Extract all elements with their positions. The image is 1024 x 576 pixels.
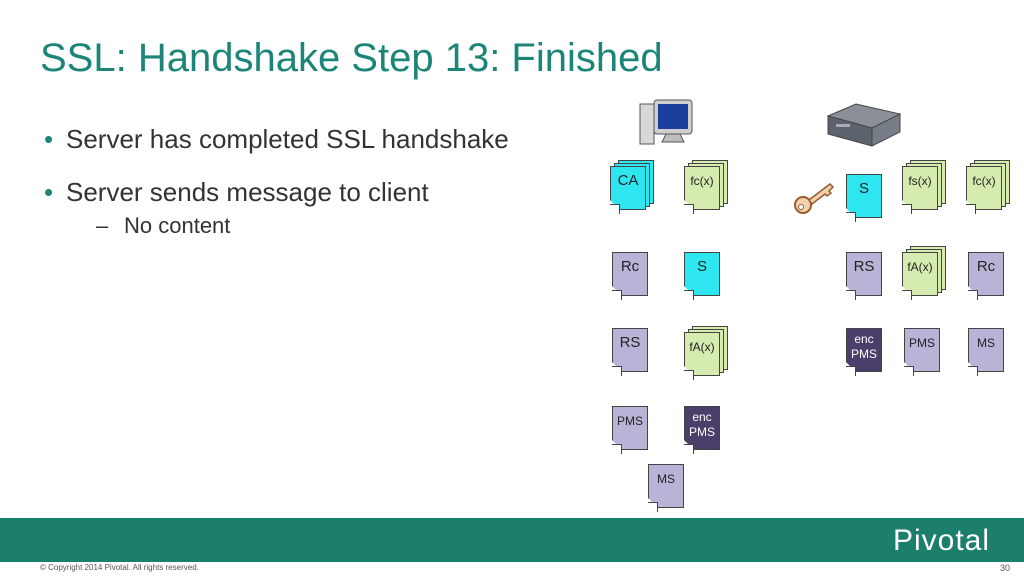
- client-ms-doc: MS: [648, 464, 686, 512]
- server-pms-doc: PMS: [904, 328, 942, 376]
- slide-title: SSL: Handshake Step 13: Finished: [40, 36, 663, 80]
- copyright-text: © Copyright 2014 Pivotal. All rights res…: [40, 563, 199, 572]
- server-rs-doc: RS: [846, 252, 884, 300]
- client-computer-icon: [639, 99, 693, 145]
- server-rc-doc: Rc: [968, 252, 1006, 300]
- server-enc-pms-doc: enc PMS: [846, 328, 884, 376]
- server-ms-doc: MS: [968, 328, 1006, 376]
- client-ca-cert-doc: CA: [610, 160, 654, 214]
- sub-bullet-item: –No content: [96, 213, 231, 238]
- client-pms-doc: PMS: [612, 406, 650, 454]
- server-icon: [826, 103, 902, 147]
- bullet-item: •Server has completed SSL handshake: [44, 124, 509, 154]
- client-enc-pms-doc: enc PMS: [684, 406, 722, 454]
- client-s-doc: S: [684, 252, 722, 300]
- pivotal-logo: Pivotal: [892, 524, 990, 557]
- bullet-list: •Server has completed SSL handshake •Ser…: [44, 124, 564, 240]
- client-fa-function-doc: fA(x): [684, 326, 728, 380]
- server-fc-function-doc: fc(x): [966, 160, 1010, 214]
- client-rs-doc: RS: [612, 328, 650, 376]
- client-rc-doc: Rc: [612, 252, 650, 300]
- dash-icon: –: [96, 213, 109, 238]
- page-number: 30: [999, 563, 1010, 573]
- server-fa-function-doc: fA(x): [902, 246, 946, 300]
- key-icon: [794, 183, 835, 214]
- bullet-dot-icon: •: [44, 124, 54, 154]
- bullet-dot-icon: •: [44, 177, 54, 207]
- footer-bar: [0, 518, 1024, 562]
- client-fc-function-doc: fc(x): [684, 160, 728, 214]
- bullet-item: •Server sends message to client: [44, 177, 429, 207]
- server-fs-function-doc: fs(x): [902, 160, 946, 214]
- server-s-doc: S: [846, 174, 884, 222]
